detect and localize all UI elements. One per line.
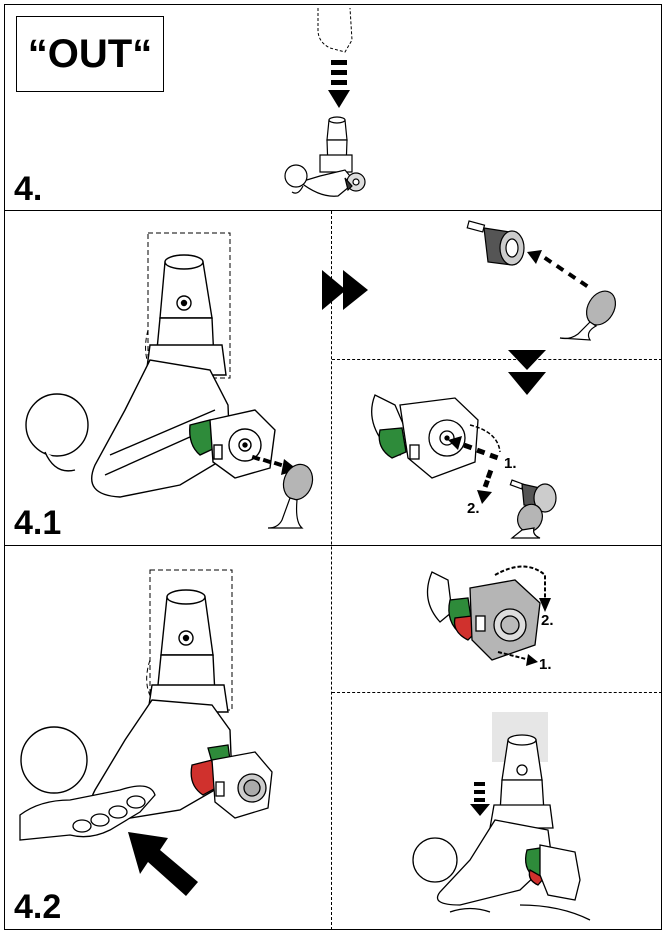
double-arrow-right-icon bbox=[322, 270, 368, 310]
sub-divider-top-right bbox=[332, 359, 662, 360]
turn-arc bbox=[494, 565, 546, 600]
socket-tube-3 bbox=[436, 734, 554, 906]
hand bbox=[19, 785, 156, 841]
hand-right bbox=[449, 844, 591, 921]
step-4-1-label: 4.1 bbox=[14, 504, 62, 542]
knob-assembly-turn bbox=[426, 571, 541, 661]
insert-arrow-diagonal bbox=[527, 250, 589, 288]
step-4-label: 4. bbox=[14, 170, 43, 208]
socket-tube-2 bbox=[147, 589, 229, 713]
panel-4-2a-label-2: 2. bbox=[541, 612, 554, 629]
title-box: “OUT“ bbox=[16, 16, 164, 92]
tow-ball-2 bbox=[20, 726, 88, 794]
step-4-2-label: 4.2 bbox=[14, 888, 62, 926]
tow-ball-3 bbox=[412, 837, 458, 883]
step-1-arrow bbox=[448, 436, 499, 461]
release-knob bbox=[189, 409, 276, 479]
row-divider-1 bbox=[4, 210, 662, 211]
pull-arrow-head bbox=[526, 654, 538, 666]
page-title: “OUT“ bbox=[27, 31, 153, 76]
turn-arc-head bbox=[539, 598, 551, 612]
key-cap-top-right bbox=[559, 290, 617, 341]
rotate-arc bbox=[469, 424, 501, 453]
bumper-outline bbox=[317, 7, 353, 53]
release-knob-2 bbox=[190, 744, 273, 819]
instruction-sheet bbox=[4, 4, 662, 930]
knob-assembly bbox=[371, 394, 479, 479]
row-divider-2 bbox=[4, 545, 662, 546]
push-arrow-icon bbox=[128, 832, 198, 896]
key-cap bbox=[267, 463, 314, 529]
step-2-arrow bbox=[477, 469, 494, 504]
insert-arrow-down bbox=[470, 782, 490, 816]
towbar-small-illustration bbox=[284, 116, 366, 197]
column-divider bbox=[331, 211, 332, 930]
insert-arrow bbox=[328, 60, 350, 108]
panel-4-1b-label-2: 2. bbox=[467, 500, 480, 517]
tow-ball bbox=[25, 393, 89, 472]
panel-4-1b-label-1: 1. bbox=[504, 455, 517, 472]
down-double-arrow-icon bbox=[508, 350, 546, 395]
panel-4-2a-label-1: 1. bbox=[539, 656, 552, 673]
sub-divider-bottom-right bbox=[332, 692, 662, 693]
key-with-cap bbox=[509, 479, 557, 539]
lock-cylinder bbox=[466, 220, 525, 266]
pull-arrow bbox=[497, 651, 531, 661]
